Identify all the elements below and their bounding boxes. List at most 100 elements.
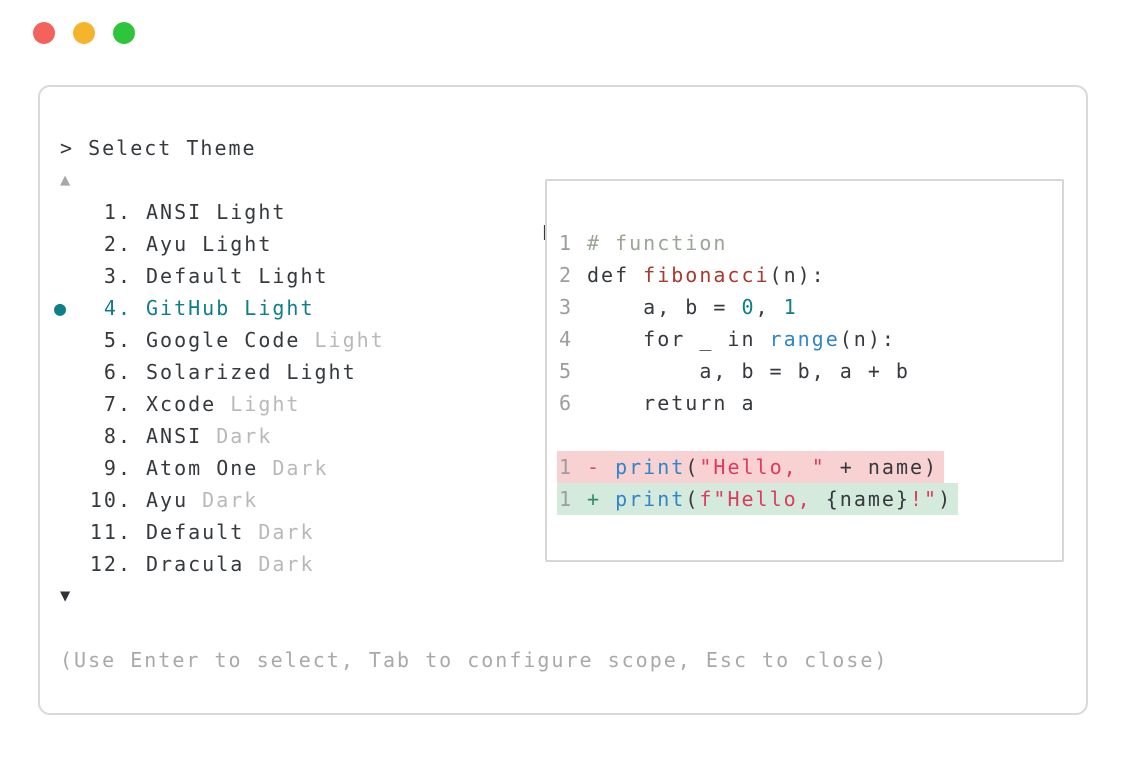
code-token: (	[685, 455, 700, 479]
theme-list-item[interactable]: 6. Solarized Light	[54, 356, 1086, 388]
item-number: 4.	[103, 296, 132, 320]
item-name: Ayu	[146, 488, 189, 512]
code-token: def	[587, 263, 644, 287]
item-name-muted: Dark	[258, 456, 329, 480]
code-token: )	[938, 487, 953, 511]
code-line: 1- print("Hello, " + name)	[557, 451, 1054, 483]
code-token: (n):	[839, 327, 896, 351]
theme-list-item[interactable]: 12. Dracula Dark	[54, 548, 1086, 580]
item-name: Google Code	[146, 328, 301, 352]
code-line: 6 return a	[559, 387, 1054, 419]
line-number: 6	[559, 391, 574, 415]
code-line	[559, 419, 1054, 451]
code-token: 1	[783, 295, 798, 319]
item-name-muted: Dark	[244, 552, 315, 576]
code-token: a, b = b, a + b	[587, 359, 910, 383]
code-token: return a	[587, 391, 756, 415]
item-number: 7.	[103, 392, 132, 416]
code-token: + name)	[825, 455, 939, 479]
line-number: 1	[559, 231, 574, 255]
theme-list-item[interactable]: ● 4. GitHub Light	[54, 292, 1086, 324]
theme-list-item[interactable]: 9. Atom One Dark	[54, 452, 1086, 484]
theme-list-item[interactable]: 7. Xcode Light	[54, 388, 1086, 420]
line-number: 3	[559, 295, 574, 319]
theme-list-item[interactable]: 11.Default Dark	[54, 516, 1086, 548]
code-token: range	[769, 327, 840, 351]
code-token: a, b =	[587, 295, 742, 319]
code-token: (n):	[769, 263, 826, 287]
item-name-muted: Dark	[244, 520, 315, 544]
window-controls	[33, 22, 135, 44]
item-name-muted: Light	[216, 392, 301, 416]
code-token: 0	[741, 295, 756, 319]
item-number: 1.	[103, 200, 132, 224]
theme-list: 1. ANSI Light 2. Ayu Light 3. Default Light ● 4…	[54, 196, 1086, 580]
item-number: 5.	[103, 328, 132, 352]
minimize-button[interactable]	[73, 22, 95, 44]
theme-list-item[interactable]: 10. Ayu Dark	[54, 484, 1086, 516]
code-token: -	[587, 455, 616, 479]
code-token: {name}	[825, 487, 910, 511]
item-name: Atom One	[146, 456, 259, 480]
item-number: 6.	[103, 360, 132, 384]
item-name: ANSI Light	[146, 200, 287, 224]
theme-picker-dialog: > Select Theme ▲ 1. ANSI Light 2. Ayu Light…	[38, 85, 1088, 715]
theme-list-item[interactable]: 2. Ayu Light	[54, 228, 1086, 260]
theme-list-item[interactable]: 8. ANSI Dark	[54, 420, 1086, 452]
code-line: 1 + print(f"Hello, {name}!")	[557, 483, 1054, 515]
item-name-muted: Dark	[202, 424, 273, 448]
code-token: ,	[755, 295, 784, 319]
code-token: for _ in	[587, 327, 770, 351]
code-token: +	[587, 487, 616, 511]
code-line: 2 def fibonacci(n):	[559, 259, 1054, 291]
theme-list-item[interactable]: 3. Default Light	[54, 260, 1086, 292]
item-name: Solarized Light	[146, 360, 357, 384]
item-number: 3.	[103, 264, 132, 288]
zoom-button[interactable]	[113, 22, 135, 44]
item-number: 10.	[89, 488, 132, 512]
help-text: (Use Enter to select, Tab to configure s…	[60, 648, 889, 672]
scroll-up-icon[interactable]: ▲	[60, 170, 73, 190]
code-token: "Hello, "	[699, 455, 826, 479]
item-name: Ayu Light	[146, 232, 273, 256]
item-name-muted: Light	[300, 328, 385, 352]
code-token: f"Hello,	[699, 487, 826, 511]
line-number: 1	[559, 455, 574, 479]
item-number: 9.	[103, 456, 132, 480]
select-theme-prompt: > Select Theme	[60, 136, 257, 160]
item-number: 2.	[103, 232, 132, 256]
diff-added-line: 1 + print(f"Hello, {name}!")	[557, 483, 959, 515]
theme-list-item[interactable]: 5. Google Code Light	[54, 324, 1086, 356]
code-token: print	[615, 455, 686, 479]
line-number: 2	[559, 263, 574, 287]
line-number: 4	[559, 327, 574, 351]
code-line: 5 a, b = b, a + b	[559, 355, 1054, 387]
item-name: Default	[146, 520, 245, 544]
item-number: 12.	[89, 552, 132, 576]
code-token: (	[685, 487, 700, 511]
item-name: ANSI	[146, 424, 203, 448]
item-name: GitHub Light	[146, 296, 315, 320]
item-name: Dracula	[146, 552, 245, 576]
close-button[interactable]	[33, 22, 55, 44]
item-name: Xcode	[146, 392, 217, 416]
line-number: 5	[559, 359, 574, 383]
item-name: Default Light	[146, 264, 329, 288]
theme-list-item[interactable]: 1. ANSI Light	[54, 196, 1086, 228]
code-line: 3 a, b = 0, 1	[559, 291, 1054, 323]
item-number: 8.	[103, 424, 132, 448]
code-token: !"	[909, 487, 939, 511]
code-token: print	[615, 487, 686, 511]
code-token: fibonacci	[643, 263, 770, 287]
scroll-down-icon[interactable]: ▼	[60, 586, 73, 606]
item-name-muted: Dark	[188, 488, 259, 512]
diff-removed-line: 1- print("Hello, " + name)	[557, 451, 945, 483]
code-line: 1 # function	[559, 227, 1054, 259]
spacer	[60, 612, 1086, 644]
code-line: 4 for _ in range(n):	[559, 323, 1054, 355]
selected-item-bullet-icon: ●	[54, 296, 69, 320]
code-token: # function	[587, 231, 728, 255]
line-number: 1	[559, 487, 574, 511]
